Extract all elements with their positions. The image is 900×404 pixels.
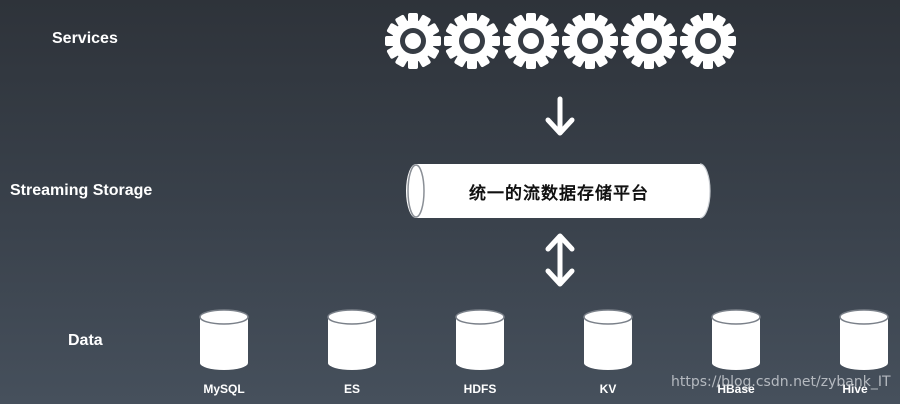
database-icon: [839, 309, 889, 371]
gear-icon: [503, 13, 559, 69]
services-label: Services: [52, 30, 118, 47]
database-icon: [199, 309, 249, 371]
gear-icon: [385, 13, 441, 69]
gear-icon: [562, 13, 618, 69]
data-store-label-es: ES: [343, 382, 360, 396]
data-store-label-hbase: HBase: [717, 382, 755, 396]
data-store-label-kv: KV: [599, 382, 617, 396]
gear-icon: [621, 13, 677, 69]
arrow-down-icon: [545, 96, 575, 136]
gear-icon: [680, 13, 736, 69]
gear-icon: [444, 13, 500, 69]
data-label: Data: [68, 332, 103, 349]
platform-label: 统一的流数据存储平台: [469, 183, 649, 204]
services-gear-row: [384, 12, 738, 70]
database-icon: [711, 309, 761, 371]
data-store-label-hdfs: HDFS: [463, 382, 497, 396]
streaming-storage-label: Streaming Storage: [10, 182, 153, 199]
database-icon: [455, 309, 505, 371]
streaming-storage-pipe: [406, 163, 711, 219]
database-icon: [327, 309, 377, 371]
data-store-label-hive: Hive: [842, 382, 868, 396]
bidirectional-arrow-icon: [545, 233, 575, 287]
watermark: https://blog.csdn.net/zybank_IT: [671, 374, 891, 390]
data-store-label-mysql: MySQL: [203, 382, 245, 396]
database-icon: [583, 309, 633, 371]
